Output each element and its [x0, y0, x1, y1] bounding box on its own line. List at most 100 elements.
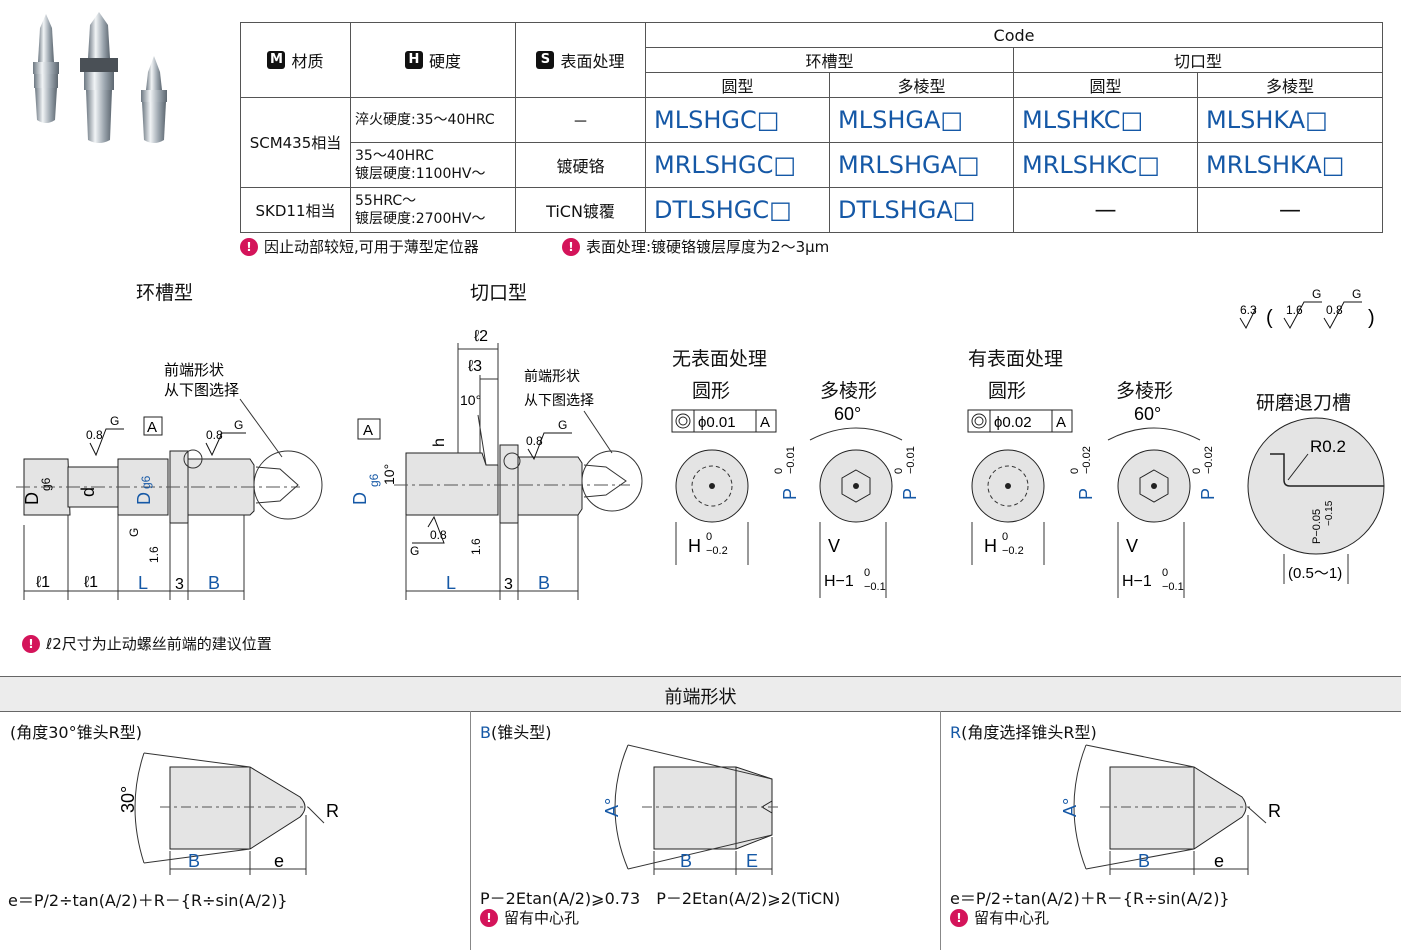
svg-text:H: H [984, 536, 997, 556]
svg-text:V: V [828, 536, 840, 556]
table-row: 35～40HRC 镀层硬度:1100HV～ 镀硬铬 MRLSHGC□ MRLSH… [241, 142, 1384, 188]
svg-text:g6: g6 [367, 473, 381, 487]
tip-30r-drawing: 30° R B e [118, 752, 339, 875]
info-bulb-icon: ! [562, 237, 580, 256]
grind-relief-title: 研磨退刀槽 [1256, 392, 1352, 414]
info-bulb-icon: ! [480, 908, 498, 927]
svg-text:1.6: 1.6 [469, 538, 483, 555]
svg-text:0: 0 [1002, 531, 1008, 543]
svg-text:−0.02: −0.02 [1203, 446, 1215, 474]
tip-r-drawing: A° R B e [1060, 744, 1281, 875]
code-cell[interactable]: MRLSHGC□ [645, 142, 830, 188]
code-cell[interactable]: MLSHKA□ [1196, 97, 1384, 143]
svg-text:−0.2: −0.2 [1002, 545, 1024, 557]
svg-text:(0.5～1): (0.5～1) [1288, 565, 1342, 582]
svg-text:ℓ1: ℓ1 [36, 574, 50, 591]
code-cell[interactable]: DTLSHGC□ [645, 187, 830, 233]
svg-text:−0.01: −0.01 [905, 446, 917, 474]
formula: P－2Etan(A/2)⩾0.73 P－2Etan(A/2)⩾2(TiCN) [480, 889, 841, 908]
svg-text:P−0.05: P−0.05 [1311, 509, 1323, 544]
svg-text:D: D [134, 492, 154, 505]
svg-text:h: h [431, 438, 448, 447]
svg-text:前端形状: 前端形状 [524, 368, 580, 384]
svg-text:0: 0 [1069, 468, 1081, 474]
svg-text:−0.1: −0.1 [1162, 581, 1184, 593]
svg-text:R: R [1268, 801, 1281, 821]
svg-text:A: A [760, 414, 770, 431]
svg-text:B: B [680, 851, 692, 871]
note-coating: ! 表面处理:镀硬铬镀层厚度为2～3μm [562, 236, 829, 257]
no-surface-title: 无表面处理 [672, 348, 768, 370]
svg-text:L: L [138, 573, 148, 593]
svg-text:ϕ0.02: ϕ0.02 [994, 414, 1032, 431]
svg-text:0: 0 [1191, 468, 1203, 474]
svg-text:V: V [1126, 536, 1138, 556]
svg-text:从下图选择: 从下图选择 [524, 392, 594, 408]
svg-text:A: A [363, 422, 373, 439]
svg-text:A: A [1056, 414, 1066, 431]
svg-text:−0.01: −0.01 [785, 446, 797, 474]
formula: e＝P/2÷tan(A/2)＋R－{R÷sin(A/2)} [8, 891, 288, 910]
svg-text:R0.2: R0.2 [1310, 437, 1346, 456]
svg-text:3: 3 [175, 576, 184, 593]
svg-text:P: P [1076, 488, 1096, 500]
code-cell[interactable]: MLSHKC□ [1013, 97, 1198, 143]
code-cell[interactable]: MLSHGC□ [645, 97, 830, 143]
svg-text:D: D [350, 492, 370, 505]
svg-text:60°: 60° [834, 404, 861, 424]
svg-text:R: R [326, 801, 339, 821]
grind-relief-detail: R0.2 P−0.05 −0.15 (0.5～1) [1247, 417, 1385, 584]
svg-text:从下图选择: 从下图选择 [164, 382, 239, 399]
svg-text:0: 0 [893, 468, 905, 474]
header-groove-poly: 多棱型 [829, 72, 1014, 98]
pin-image-1 [33, 14, 59, 123]
svg-text:G: G [410, 544, 419, 558]
header-cut-round: 圆型 [1013, 72, 1198, 98]
header-groove: 环槽型 [645, 47, 1014, 73]
svg-text:H−1: H−1 [1122, 573, 1152, 590]
panel-tip-30r: (角度30°锥头R型) 30° R B e e＝P/2÷tan(A/2)＋R－{… [0, 711, 471, 950]
svg-text:0.8: 0.8 [206, 428, 223, 442]
code-cell[interactable]: MRLSHGA□ [829, 142, 1014, 188]
svg-text:G: G [1352, 287, 1361, 301]
groove-type-title: 环槽型 [136, 282, 194, 304]
code-cell[interactable]: DTLSHGA□ [829, 187, 1014, 233]
svg-text:G: G [110, 414, 119, 428]
svg-text:P: P [1198, 488, 1218, 500]
svg-text:30°: 30° [118, 786, 138, 813]
svg-text:−0.15: −0.15 [1324, 500, 1335, 526]
svg-text:0.8: 0.8 [86, 428, 103, 442]
svg-text:G: G [1312, 287, 1321, 301]
svg-text:B: B [188, 851, 200, 871]
svg-text:0.8: 0.8 [526, 434, 543, 448]
surface-cell: － [515, 97, 646, 143]
svg-text:ℓ3: ℓ3 [468, 358, 482, 375]
svg-text:A°: A° [602, 798, 622, 817]
svg-text:−0.02: −0.02 [1081, 446, 1093, 474]
svg-text:0: 0 [1162, 567, 1168, 579]
svg-text:G: G [558, 418, 567, 432]
svg-text:): ) [1368, 307, 1375, 329]
product-photo [33, 12, 167, 143]
info-bulb-icon: ! [240, 237, 258, 256]
groove-type-drawing: D g6 d D g6 A 0.8 G 0.8 G 1.6 G 前端形状 从下图… [16, 362, 323, 600]
svg-text:ℓ2: ℓ2 [474, 328, 488, 345]
svg-text:−0.1: −0.1 [864, 581, 886, 593]
code-cell[interactable]: MLSHGA□ [829, 97, 1014, 143]
code-cell[interactable]: MRLSHKA□ [1196, 142, 1384, 188]
note-center-hole: ! 留有中心孔 [480, 907, 579, 928]
svg-text:e: e [1214, 851, 1224, 871]
svg-text:B: B [1138, 851, 1150, 871]
svg-text:A°: A° [1060, 798, 1080, 817]
svg-text:0.8: 0.8 [1326, 303, 1343, 317]
svg-text:10°: 10° [460, 392, 481, 408]
svg-text:B: B [538, 573, 550, 593]
header-cut: 切口型 [1012, 47, 1384, 73]
code-cell: — [1013, 187, 1198, 233]
tip-b-drawing: A° B E [602, 744, 780, 875]
svg-text:0: 0 [773, 468, 785, 474]
code-cell[interactable]: MRLSHKC□ [1013, 142, 1198, 188]
svg-text:1.6: 1.6 [1286, 303, 1303, 317]
